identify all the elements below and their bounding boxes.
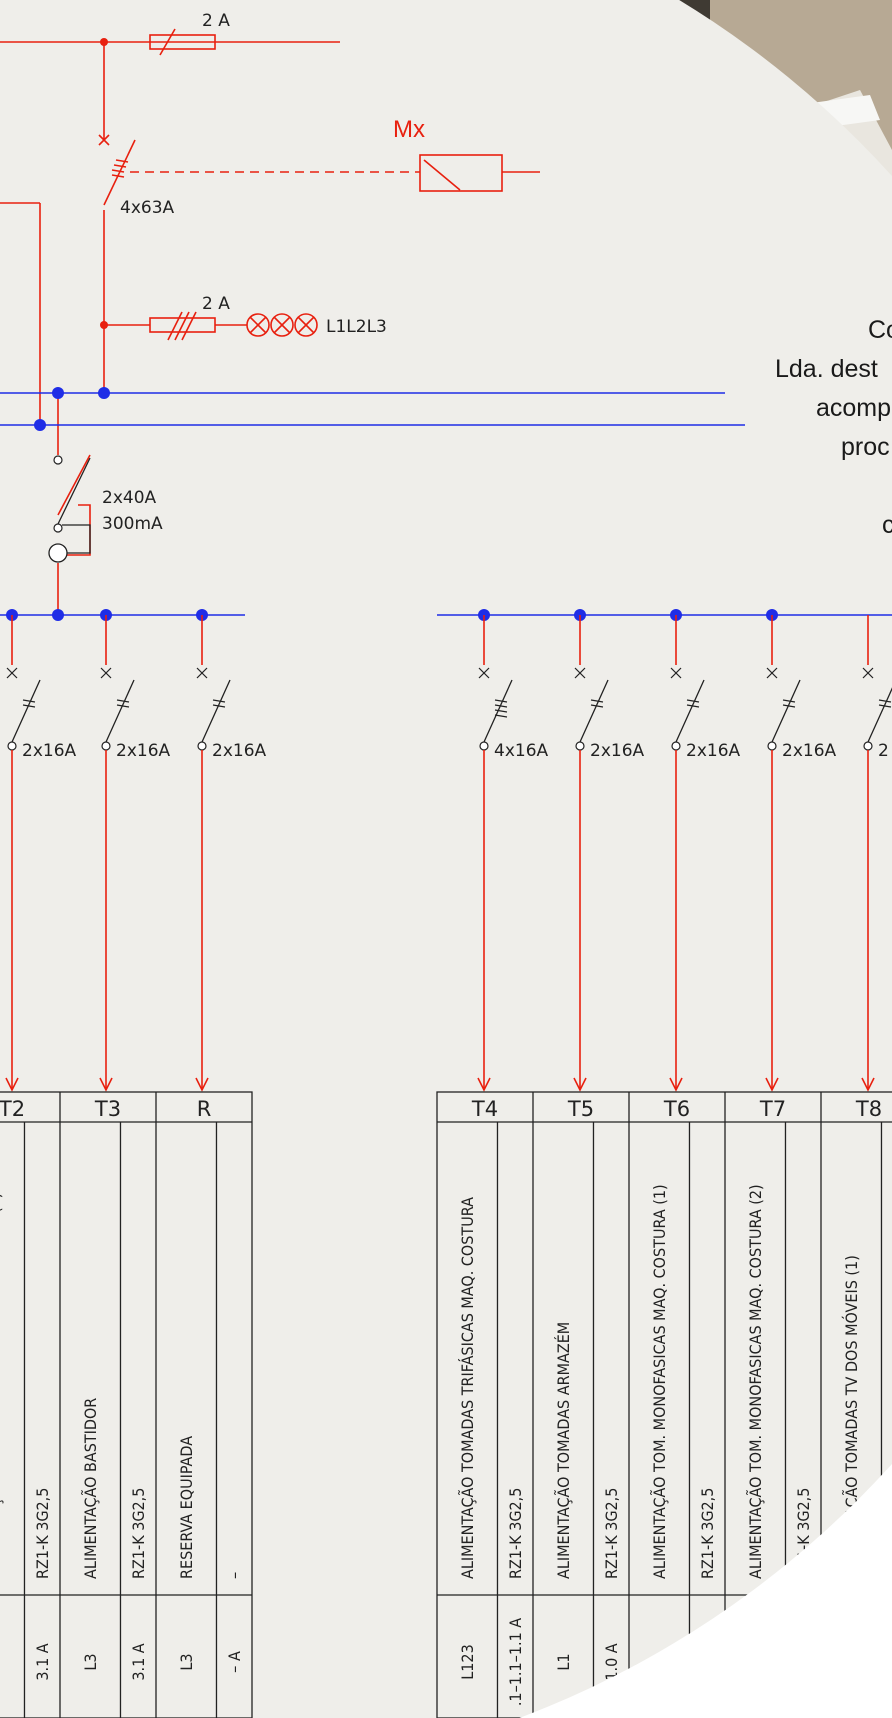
side-text-2: Lda. dest [775, 355, 878, 383]
busbars [0, 392, 892, 616]
breaker-rating: 2x16A [212, 741, 267, 761]
cable-type: – [225, 1572, 244, 1579]
breaker-rating: 2x16A [782, 741, 837, 761]
breaker-branch: 4x16A [477, 615, 549, 1092]
current: 1.0 A [698, 1643, 717, 1680]
circuit-id: T7 [759, 1097, 786, 1121]
cable-type: RZ1-K 3G2,5 [602, 1488, 621, 1579]
rcd-rating: 2x40A [102, 488, 157, 508]
cable-type: RZ1-K 3G2,5 [698, 1488, 717, 1579]
side-paragraph: Co Lda. dest acomp proc c [775, 316, 892, 539]
cable-type: RZ1-K 3G2,5 [506, 1488, 525, 1579]
arrow-icon [669, 1077, 683, 1092]
phase: L3 [81, 1653, 100, 1670]
breaker-rating: 4x16A [494, 741, 549, 761]
circuit-description: ALIMENTAÇÃO TOMADAS DO LAVATÓRIO FRONTAL… [0, 1193, 4, 1579]
arrow-icon [477, 1077, 491, 1092]
lamps-label: L1L2L3 [326, 317, 387, 337]
breaker-rating: 2 [878, 741, 889, 761]
mx-label: Mx [393, 116, 425, 143]
arrow-icon [195, 1077, 209, 1092]
phase: L2 [650, 1653, 669, 1670]
breaker-branch: 2x16A [573, 615, 645, 1092]
breaker-branch: 2x16A [669, 615, 741, 1092]
circuit-description: ALIMENTAÇÃO TOM. MONOFASICAS MAQ. COSTUR… [650, 1184, 669, 1579]
arrow-icon [99, 1077, 113, 1092]
arrow-icon [5, 1077, 19, 1092]
current: – A [225, 1651, 244, 1673]
side-text-1: Co [868, 316, 892, 344]
circuit-id: T4 [471, 1097, 498, 1121]
current: 3.1 A [33, 1643, 52, 1680]
cable-type: RZ1-K 3G2,5 [33, 1488, 52, 1579]
circuit-id: T5 [567, 1097, 594, 1121]
circuit-description: ALIMENTAÇÃO BASTIDOR [81, 1398, 100, 1579]
cable-type: RZ1-K 3G2,5 [794, 1488, 813, 1579]
phase: L3 [177, 1653, 196, 1670]
arrow-icon [861, 1077, 875, 1092]
circuit-description: ALIMENTAÇÃO TOMADAS ARMAZÉM [554, 1322, 573, 1579]
breaker-branches: 2x16A 2x16A 2x16A 4x16A 2x16A 2x16A 2x16A 2 [5, 615, 892, 1092]
rcd-device: 2x40A 300mA [48, 455, 163, 563]
side-text-5: c [882, 511, 892, 539]
breaker-branch: 2x16A [765, 615, 837, 1092]
circuit-id: T2 [0, 1097, 25, 1121]
junction-dots-red [100, 38, 108, 329]
top-wiring [0, 28, 340, 615]
circuit-id: R [197, 1097, 212, 1121]
breaker-branch: 2x16A [195, 615, 267, 1092]
phase: L3 [0, 1653, 4, 1670]
circuit-description: ALIMENTAÇÃO TOMADAS TRIFÁSICAS MAQ. COST… [458, 1197, 477, 1579]
breaker-rating: 2x16A [590, 741, 645, 761]
phase: L123 [458, 1644, 477, 1679]
breaker-branch: 2 [861, 615, 892, 1092]
circuit-id: T3 [94, 1097, 121, 1121]
side-text-4: proc [841, 433, 890, 461]
cable-type: RZ1-K 3G2,5 [129, 1488, 148, 1579]
circuit-description: ALIMENTAÇÃO TOM. MONOFASICAS MAQ. COSTUR… [746, 1184, 765, 1579]
phase: L1 [554, 1653, 573, 1670]
fuse2-label: 2 A [202, 294, 230, 314]
breaker-branch: 2x16A [99, 615, 171, 1092]
switch-label: 4x63A [120, 198, 175, 218]
fuse1-label: 2 A [202, 11, 230, 31]
breaker-rating: 2x16A [686, 741, 741, 761]
circuit-description: ALIMENTAÇÃO TOMADAS TV DOS MÓVEIS (1) [842, 1255, 861, 1579]
current: 1.0 A [602, 1643, 621, 1680]
rcd-sensitivity: 300mA [102, 514, 163, 534]
breaker-rating: 2x16A [116, 741, 171, 761]
phase: L3 [746, 1653, 765, 1670]
circuit-id: T6 [663, 1097, 690, 1121]
breaker-branch: 2x16A [5, 615, 77, 1092]
arrow-icon [573, 1077, 587, 1092]
side-text-3: acomp [816, 394, 891, 422]
circuit-id: T8 [855, 1097, 882, 1121]
lamp-icons [246, 313, 318, 337]
current: 3.1 A [129, 1643, 148, 1680]
mx-relay: Mx [130, 116, 540, 192]
breaker-rating: 2x16A [22, 741, 77, 761]
circuit-description: RESERVA EQUIPADA [177, 1436, 196, 1579]
current: .1–1.1–1.1 A [506, 1618, 525, 1706]
arrow-icon [765, 1077, 779, 1092]
